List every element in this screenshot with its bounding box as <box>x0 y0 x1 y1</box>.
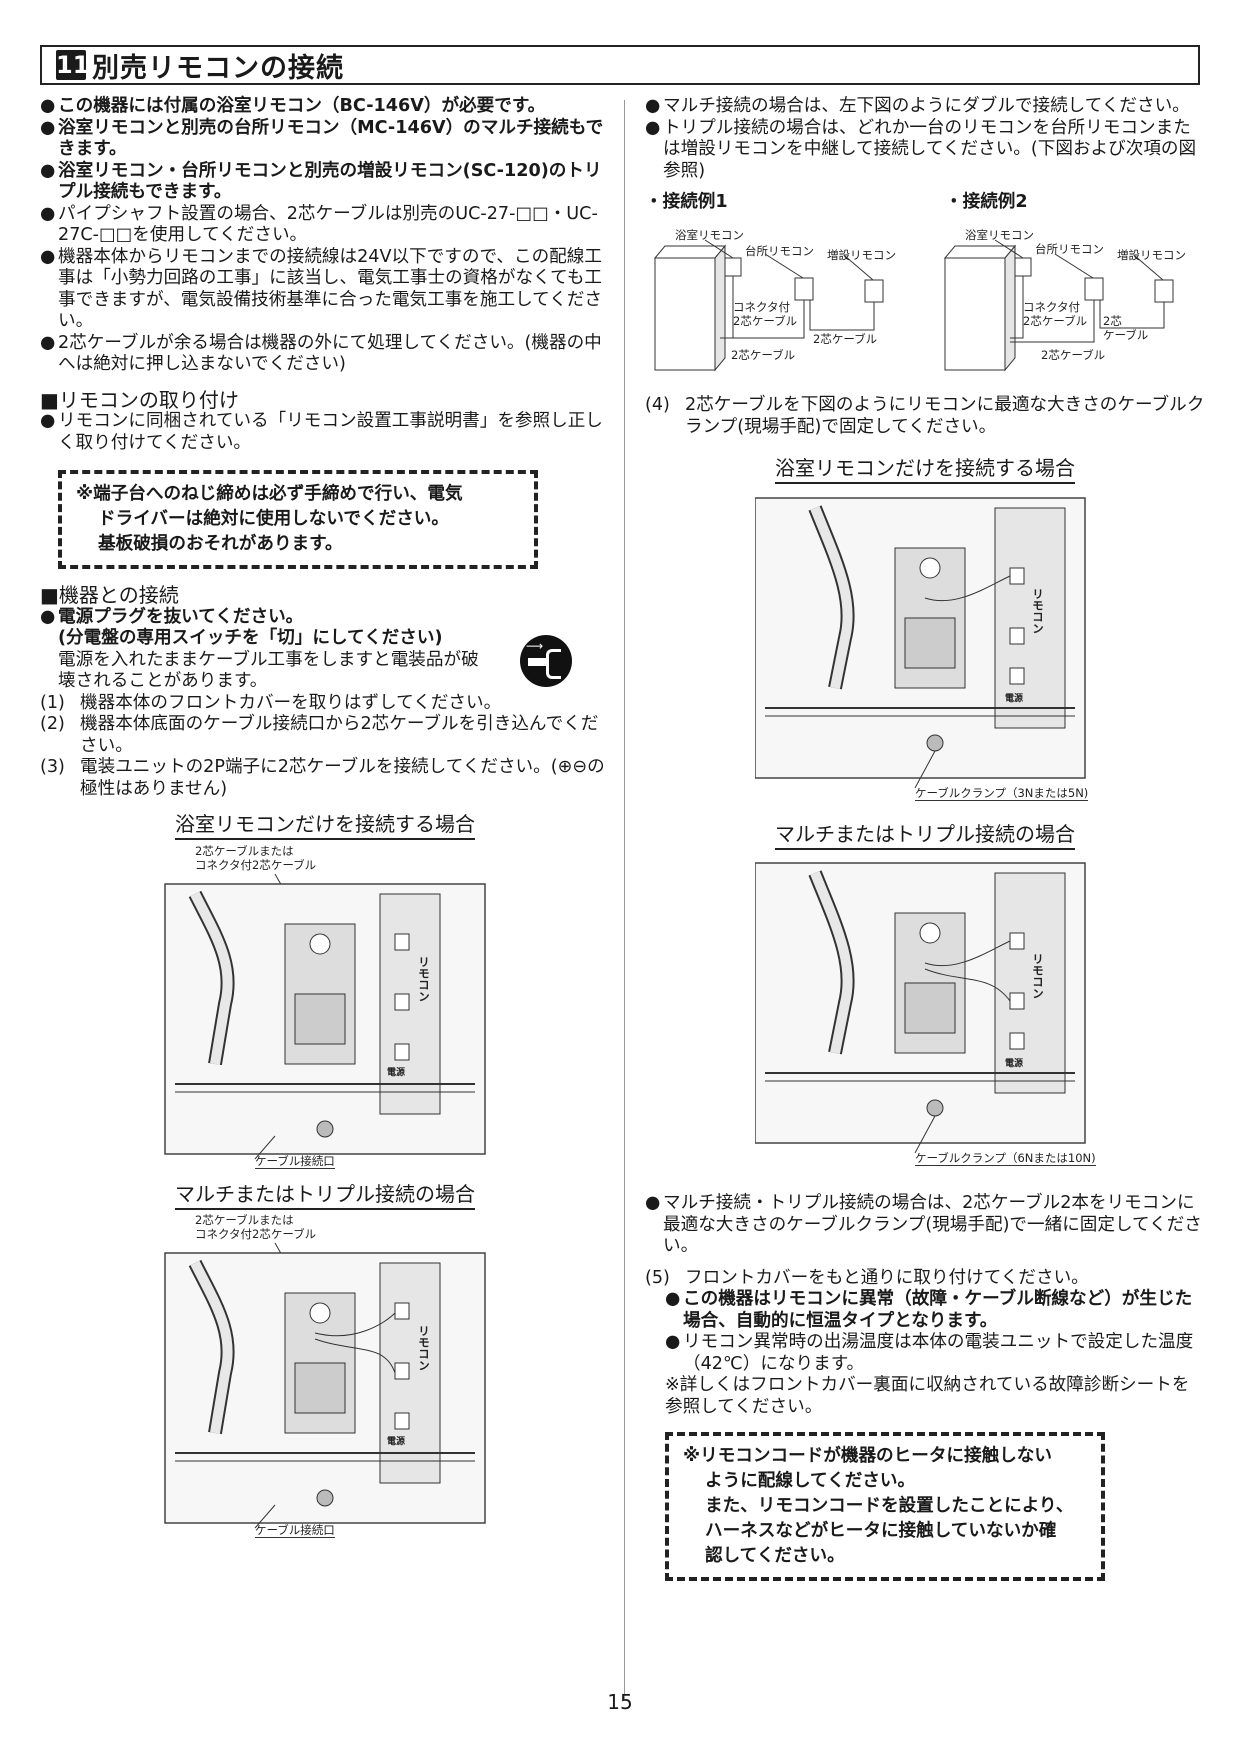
bullet-item: ●機器本体からリモコンまでの接続線は24V以下ですので、この配線工事は「小勢力回… <box>40 246 603 332</box>
breaker-note: (分電盤の専用スイッチを「切」にしてください) <box>58 628 443 648</box>
bullet-item: ●浴室リモコン・台所リモコンと別売の増設リモコン(SC-120)のトリプル接続も… <box>40 160 602 203</box>
section-number: 11 <box>56 50 90 80</box>
unit-interior-drawing <box>755 496 1086 788</box>
connection-diagram <box>653 239 1174 372</box>
figure-title: 浴室リモコンだけを接続する場合 <box>645 456 1205 484</box>
page-number: 15 <box>607 1690 633 1714</box>
step-item: (2)機器本体底面のケーブル接続口から2芯ケーブルを引き込んでください。 <box>40 714 599 756</box>
unit-interior-drawing <box>755 862 1086 1154</box>
example-1-label: ・接続例1 <box>645 192 728 212</box>
unit-interior-drawing <box>164 1242 486 1529</box>
step-item: (1)機器本体のフロントカバーを取りはずしてください。 <box>40 692 502 713</box>
right-column: ●マルチ接続の場合は、左下図のようにダブルで接続してください。 ●トリプル接続の… <box>645 96 1205 1581</box>
bullet-item: ●この機器には付属の浴室リモコン（BC-146V）が必要です。 <box>40 96 546 116</box>
bullet-item: ●マルチ接続の場合は、左下図のようにダブルで接続してください。 <box>645 96 1190 116</box>
multi-clamp-note: ●マルチ接続・トリプル接続の場合は、2芯ケーブル2本をリモコンに最適な大きさのケ… <box>645 1193 1202 1256</box>
connect-heading: ■機器との接続 <box>40 583 179 607</box>
section-header: 11 別売リモコンの接続 <box>40 45 1200 85</box>
bullet-item: ●リモコン異常時の出湯温度は本体の電装ユニットで設定した温度（42℃）になります… <box>665 1332 1194 1374</box>
damage-warning: 電源を入れたままケーブル工事をしますと電装品が破壊されることがあります。 <box>58 649 479 692</box>
figure-title: マルチまたはトリプル接続の場合 <box>40 1181 610 1210</box>
example-2-label: ・接続例2 <box>945 192 1028 212</box>
section-title: 別売リモコンの接続 <box>92 52 344 84</box>
column-divider <box>624 100 625 1700</box>
clamp-diagram-multi: リモコン 電源 ケーブルクランプ（6Nまたは10N) <box>755 853 1096 1183</box>
step-item: (5)フロントカバーをもと通りに取り付けてください。 <box>645 1267 1089 1288</box>
unit-interior-drawing <box>164 873 486 1159</box>
bullet-item: ●トリプル接続の場合は、どれか一台のリモコンを台所リモコンまたは増設リモコンを中… <box>645 117 1197 181</box>
unit-diagram-multi: 2芯ケーブルまたは コネクタ付2芯ケーブル リモコン 電源 ケーブル接続口 <box>155 1213 495 1543</box>
bullet-item: ●2芯ケーブルが余る場合は機器の外にて処理してください。(機器の中へは絶対に押し… <box>40 332 602 375</box>
left-column: ●この機器には付属の浴室リモコン（BC-146V）が必要です。 ●浴室リモコンと… <box>40 96 610 1543</box>
bullet-item: ●この機器はリモコンに異常（故障・ケーブル断線など）が生じた場合、自動的に恒温タ… <box>665 1289 1193 1331</box>
warning-box-screw: ※端子台へのねじ締めは必ず手締めで行い、電気 ドライバーは絶対に使用しないでくだ… <box>58 470 538 569</box>
warning-box-heater: ※リモコンコードが機器のヒータに接触しない ように配線してください。 また、リモ… <box>665 1432 1105 1581</box>
unplug-bullet: ●電源プラグを抜いてください。 <box>40 606 304 627</box>
step-item: (4)2芯ケーブルを下図のようにリモコンに最適な大きさのケーブルクランプ(現場手… <box>645 395 1205 437</box>
figure-title: マルチまたはトリプル接続の場合 <box>645 821 1205 850</box>
mount-text: ●リモコンに同梱されている「リモコン設置工事説明書」を参照し正しく取り付けてくだ… <box>40 411 603 453</box>
bullet-item: ●パイプシャフト設置の場合、2芯ケーブルは別売のUC-27-□□・UC-27C-… <box>40 203 598 246</box>
clamp-diagram-single: リモコン 電源 ケーブルクランプ（3Nまたは5N) <box>755 488 1095 818</box>
step-item: (3)電装ユニットの2P端子に2芯ケーブルを接続してください。(⊕⊖の極性はあり… <box>40 757 605 799</box>
figure-title: 浴室リモコンだけを接続する場合 <box>40 812 610 840</box>
unplug-icon: ⟶ <box>520 635 572 687</box>
bullet-item: ●浴室リモコンと別売の台所リモコン（MC-146V）のマルチ接続もできます。 <box>40 117 604 160</box>
connection-examples: ・接続例1 ・接続例2 <box>645 192 1205 377</box>
mount-heading: ■リモコンの取り付け <box>40 387 239 412</box>
reference-note: ※詳しくはフロントカバー裏面に収納されている故障診断シートを参照してください。 <box>665 1375 1190 1417</box>
unit-diagram-single: 2芯ケーブルまたは コネクタ付2芯ケーブル リモコン 電源 ケーブル接続口 <box>155 844 495 1174</box>
